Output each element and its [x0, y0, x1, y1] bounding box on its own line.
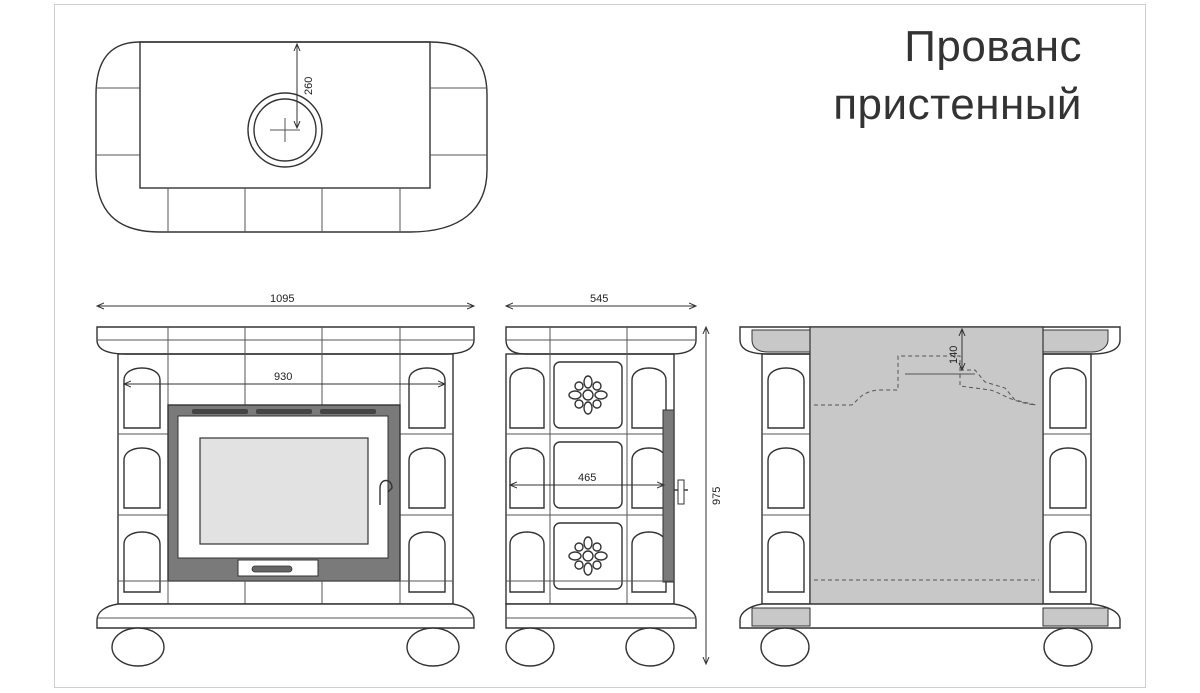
side-view: 545 465 975: [505, 293, 723, 667]
rosette-bottom-icon: [568, 536, 608, 576]
foot-left: [111, 627, 165, 667]
dim-chimney-offset: 260: [303, 77, 315, 95]
firebox-glass: [199, 437, 369, 545]
top-view: 260: [95, 41, 488, 233]
chimney-inner: [253, 98, 317, 162]
side-door-profile: [662, 409, 675, 583]
back-panel: [809, 326, 1044, 629]
back-view: 140: [739, 326, 1121, 667]
foot-side-left: [505, 627, 555, 667]
front-view: 1095 930: [97, 293, 474, 667]
drawing-frame: [54, 4, 1146, 688]
title-line-1: Прованс: [904, 22, 1082, 71]
dim-front-width: 1095: [270, 293, 294, 305]
dim-back-depth: 140: [948, 346, 960, 364]
foot-back-right: [1043, 627, 1093, 667]
foot-side-right: [625, 627, 675, 667]
door-handle-icon: [379, 479, 393, 505]
dim-side-depth: 545: [590, 293, 608, 305]
dim-firebox-width: 930: [274, 371, 292, 383]
foot-back-left: [760, 627, 810, 667]
dim-side-inner: 465: [578, 472, 596, 484]
chimney-outer: [247, 92, 323, 168]
rosette-top-icon: [568, 375, 608, 415]
title-line-2: пристенный: [833, 80, 1082, 129]
dim-height: 975: [711, 487, 723, 505]
foot-right: [406, 627, 460, 667]
